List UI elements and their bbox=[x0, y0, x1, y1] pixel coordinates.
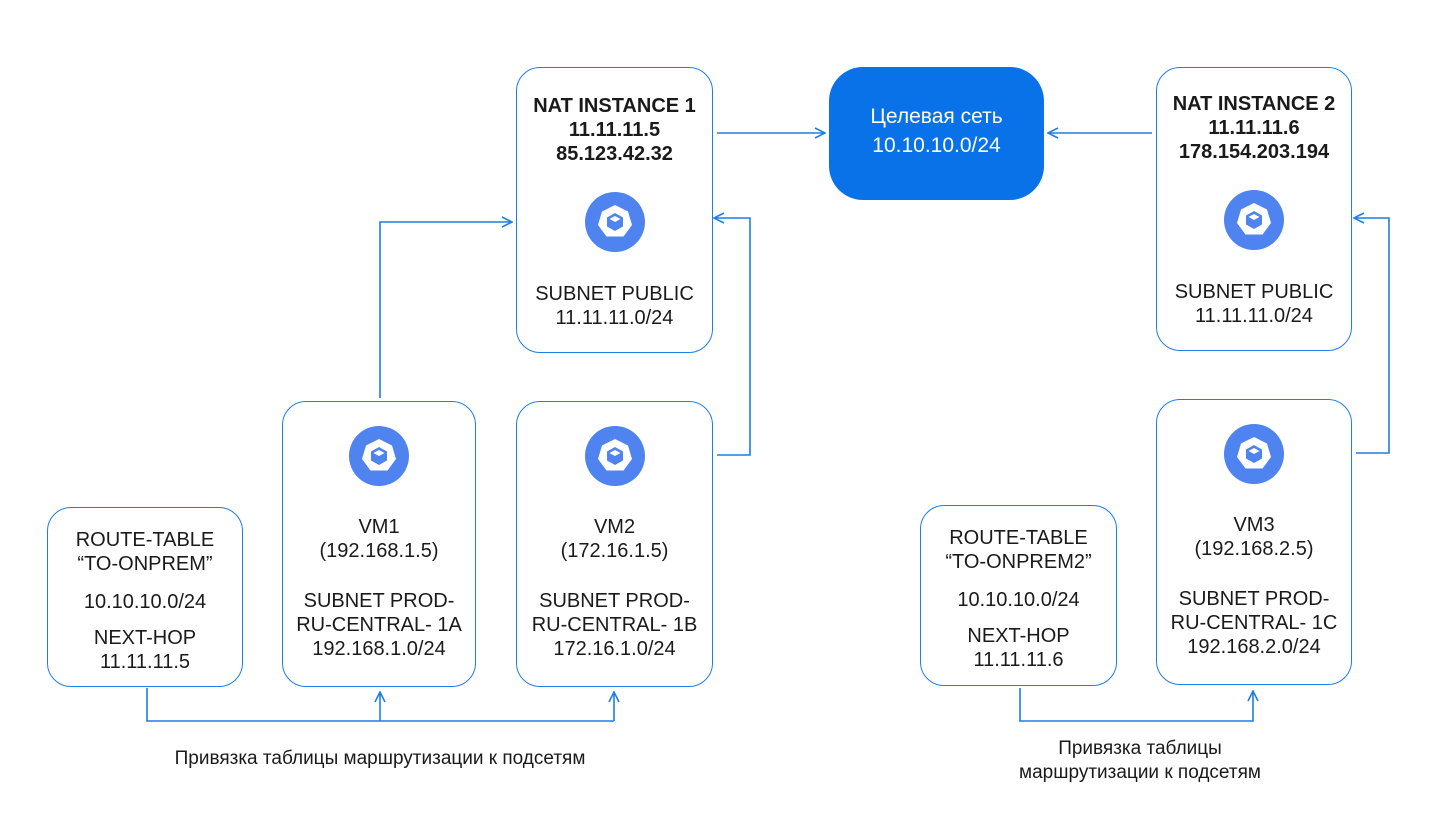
vm2-subnet-line1: SUBNET PROD- bbox=[539, 590, 690, 612]
target-network-title: Целевая сеть bbox=[870, 105, 1003, 128]
vm2-to-nat1-arrow bbox=[714, 218, 751, 456]
vm3-name: VM3 bbox=[1233, 514, 1275, 536]
vm1-subnet-line2: RU-CENTRAL- 1A bbox=[296, 614, 462, 636]
route1-binding-line bbox=[146, 688, 614, 722]
route1-title-line2: “TO-ONPREM” bbox=[77, 553, 213, 575]
nat2-ip-internal: 11.11.11.6 bbox=[1208, 117, 1300, 139]
nat1-subnet-cidr: 11.11.11.0/24 bbox=[555, 307, 674, 329]
route2-nexthop-ip: 11.11.11.6 bbox=[973, 649, 1064, 671]
vm2-name: VM2 bbox=[593, 516, 636, 538]
route1-nexthop-label: NEXT-HOP bbox=[93, 627, 197, 649]
caption-right-line2: маршрутизации к подсетям bbox=[1019, 762, 1261, 783]
vm1-subnet-line1: SUBNET PROD- bbox=[303, 590, 455, 612]
nat2-title: NAT INSTANCE 2 bbox=[1172, 93, 1336, 115]
route2-binding-line bbox=[1019, 688, 1253, 722]
nat2-subnet-cidr: 11.11.11.0/24 bbox=[1195, 305, 1313, 327]
vm-icon bbox=[1224, 424, 1284, 484]
vm1-name: VM1 bbox=[358, 516, 400, 538]
vm3-box: VM3 (192.168.2.5) SUBNET PROD- RU-CENTRA… bbox=[1156, 399, 1352, 685]
vm-icon bbox=[585, 426, 645, 486]
vm2-subnet-line2: RU-CENTRAL- 1B bbox=[531, 614, 698, 636]
route1-nexthop-ip: 11.11.11.5 bbox=[99, 651, 191, 673]
nat1-ip-public: 85.123.42.32 bbox=[556, 143, 673, 165]
vm3-ip: (192.168.2.5) bbox=[1194, 538, 1314, 560]
vm3-subnet-cidr: 192.168.2.0/24 bbox=[1187, 636, 1321, 658]
route2-destination: 10.10.10.0/24 bbox=[957, 589, 1080, 611]
vm2-ip: (172.16.1.5) bbox=[560, 540, 669, 562]
vm-icon bbox=[585, 192, 645, 252]
caption-right-line1: Привязка таблицы bbox=[1058, 738, 1222, 759]
vm3-to-nat2-arrow bbox=[1354, 218, 1390, 454]
target-network-cidr: 10.10.10.0/24 bbox=[872, 134, 1001, 157]
nat-instance-1: NAT INSTANCE 1 11.11.11.5 85.123.42.32 S… bbox=[516, 67, 713, 353]
vm3-subnet-line2: RU-CENTRAL- 1C bbox=[1170, 612, 1338, 634]
route-table-to-onprem: ROUTE-TABLE “TO-ONPREM” 10.10.10.0/24 NE… bbox=[47, 507, 243, 687]
route2-title-line2: “TO-ONPREM2” bbox=[945, 551, 1092, 573]
vm-icon bbox=[1224, 190, 1284, 250]
nat1-subnet-label: SUBNET PUBLIC bbox=[535, 283, 694, 305]
vm2-subnet-cidr: 172.16.1.0/24 bbox=[553, 638, 676, 660]
route2-title-line1: ROUTE-TABLE bbox=[949, 527, 1088, 549]
vm1-to-nat1-arrow bbox=[379, 222, 512, 398]
route2-nexthop-label: NEXT-HOP bbox=[967, 625, 1070, 647]
vm-icon bbox=[349, 426, 409, 486]
vm1-ip: (192.168.1.5) bbox=[319, 540, 439, 562]
vm3-subnet-line1: SUBNET PROD- bbox=[1178, 588, 1330, 610]
vm1-box: VM1 (192.168.1.5) SUBNET PROD- RU-CENTRA… bbox=[282, 401, 476, 687]
nat2-subnet-label: SUBNET PUBLIC bbox=[1174, 281, 1334, 303]
route-table-to-onprem2: ROUTE-TABLE “TO-ONPREM2” 10.10.10.0/24 N… bbox=[920, 505, 1117, 686]
route1-title-line1: ROUTE-TABLE bbox=[75, 529, 215, 551]
nat-instance-2: NAT INSTANCE 2 11.11.11.6 178.154.203.19… bbox=[1156, 67, 1352, 351]
nat1-title: NAT INSTANCE 1 bbox=[533, 95, 696, 117]
target-network: Целевая сеть 10.10.10.0/24 bbox=[829, 67, 1044, 200]
route1-destination: 10.10.10.0/24 bbox=[83, 591, 207, 613]
caption-left: Привязка таблицы маршрутизации к подсетя… bbox=[174, 748, 586, 769]
nat1-ip-internal: 11.11.11.5 bbox=[568, 119, 661, 141]
vm2-box: VM2 (172.16.1.5) SUBNET PROD- RU-CENTRAL… bbox=[516, 401, 713, 687]
nat2-ip-public: 178.154.203.194 bbox=[1178, 141, 1330, 163]
vm1-subnet-cidr: 192.168.1.0/24 bbox=[312, 638, 446, 660]
